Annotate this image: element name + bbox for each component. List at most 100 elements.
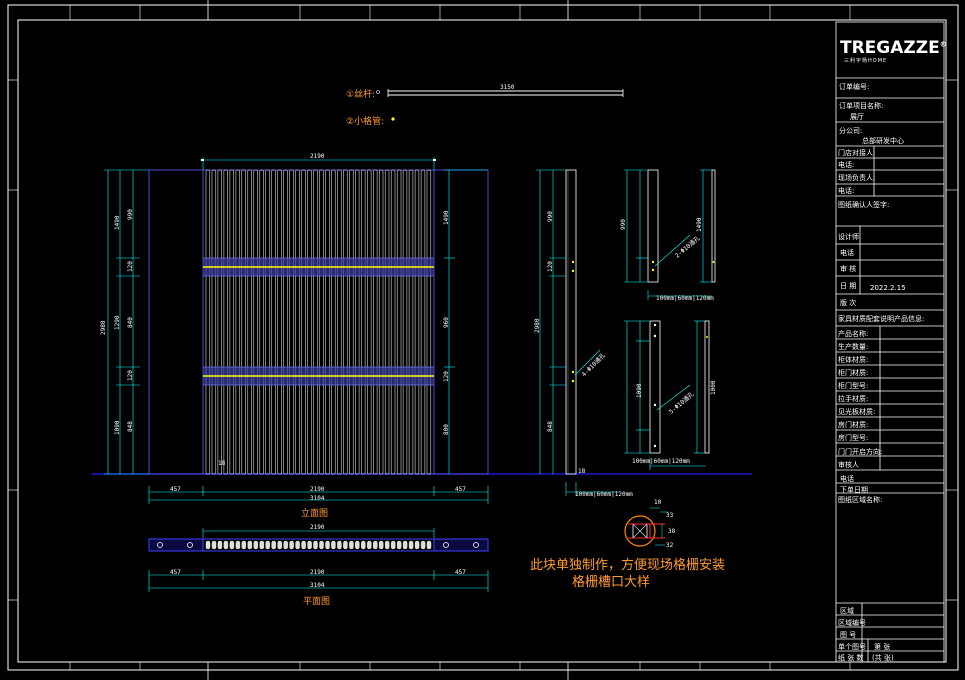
grille-bar: [235, 169, 240, 475]
side-dim-2: 2980: [534, 318, 541, 333]
side-dim-3: 120: [547, 261, 554, 272]
annotation-note-2: 格栅槽口大样: [572, 575, 651, 590]
plan-tube: [259, 540, 264, 550]
door-material-label: 柜门材质:: [838, 369, 869, 377]
front-left-dim-2: 2980: [100, 320, 107, 335]
grille-bar: [367, 169, 372, 475]
detail-top-bottom-dim: 100mm|60mm|120mm: [656, 295, 714, 302]
plan-tube: [307, 540, 312, 550]
total-label: 纸 张 数: [838, 654, 864, 662]
designer-label: 设计师: [838, 233, 859, 241]
plan-tube: [331, 540, 336, 550]
grille-bar: [331, 169, 336, 475]
plan-tube: [289, 540, 294, 550]
plan-view-title: 平面图: [303, 597, 331, 607]
front-left-dim-4: 1290: [114, 315, 121, 330]
branch-value: 总部研发中心: [862, 137, 904, 145]
phone-label-4: 电话: [840, 475, 854, 483]
plan-tube: [361, 540, 366, 550]
grille-bar: [217, 169, 222, 475]
side-bottom-dim: 100mm|60mm|120mm: [575, 491, 633, 498]
confirm-label: 图纸确认人签字:: [838, 201, 890, 209]
project-name-label: 订单项目名称:: [839, 102, 884, 110]
brand-logo: TREGAZZE®: [840, 38, 947, 58]
plan-tube: [379, 540, 384, 550]
room-door-model-label: 房门型号:: [838, 434, 869, 442]
sheet-value: 第 张: [874, 643, 891, 651]
drawing-no-label: 图 号: [840, 631, 857, 639]
grille-bar: [414, 169, 420, 475]
plan-tube: [217, 540, 223, 550]
order-no-label: 订单编号:: [839, 83, 870, 91]
front-bottom-dim-left: 457: [170, 486, 181, 493]
total-value: (共 张): [872, 654, 894, 662]
plan-tube: [313, 540, 318, 550]
room-door-material-label: 房门材质:: [838, 421, 869, 429]
plan-tube: [385, 540, 390, 550]
production-qty-label: 生产数量:: [838, 343, 869, 351]
grille-bar: [408, 169, 414, 475]
front-left-inner-dim-3: 848: [127, 421, 134, 432]
grille-bar: [337, 169, 342, 475]
plan-tube: [205, 540, 211, 550]
detail-bottom-dim-2: 1000: [710, 380, 717, 395]
plan-tube: [277, 540, 282, 550]
branch-label: 分公司:: [839, 127, 863, 135]
plan-tube: [402, 540, 408, 550]
plan-tube: [241, 540, 247, 550]
phone-label-2: 电话:: [838, 187, 855, 195]
grille-bar: [283, 169, 288, 475]
signer-label: 审核人: [838, 461, 859, 469]
plan-tube: [301, 540, 306, 550]
grille-bar: [426, 169, 432, 475]
plan-tube: [229, 540, 235, 550]
front-left-dim-6: 1090: [114, 420, 121, 435]
front-bottom-dim-right: 457: [455, 486, 466, 493]
grille-bar: [349, 169, 354, 475]
handle-material-label: 拉手材质:: [838, 395, 869, 403]
brand-logo-text: TREGAZZE: [840, 38, 940, 58]
plan-tube: [223, 540, 229, 550]
plan-tube: [373, 540, 378, 550]
plan-tube: [420, 540, 426, 550]
front-right-dim-1: 1490: [443, 210, 450, 225]
glass-material-label: 见光板材质:: [838, 408, 876, 416]
zone-no-label: 区域编号: [838, 619, 866, 627]
legend-rod-label: ①丝杆:: [346, 90, 376, 100]
plan-tube: [325, 540, 330, 550]
plan-tube: [355, 540, 360, 550]
grille-bar: [253, 169, 258, 475]
side-dim-4: 848: [547, 421, 554, 432]
detail-bottom-dim-1: 1090: [636, 383, 643, 398]
front-view-title: 立面图: [301, 509, 329, 519]
grille-bar: [265, 169, 270, 475]
plan-tube: [211, 540, 217, 550]
section-dim-2: 33: [666, 512, 674, 519]
grille-bar: [241, 169, 246, 475]
plan-tube: [319, 540, 324, 550]
date-value: 2022.2.15: [870, 284, 906, 292]
plan-tube: [253, 540, 259, 550]
front-right-dim-2: 960: [443, 317, 450, 328]
detail-top-dim-1: 990: [620, 219, 627, 230]
plan-bottom-dim-right: 457: [455, 569, 466, 576]
plan-tube: [337, 540, 342, 550]
plan-tube: [349, 540, 354, 550]
plan-tube: [283, 540, 288, 550]
grille-bar: [390, 169, 396, 475]
brand-subtitle: 三利宇杨HOME: [844, 58, 888, 64]
side-dim-1: 990: [547, 211, 554, 222]
grille-bar: [355, 169, 360, 475]
product-name-label: 产品名称:: [838, 330, 869, 338]
grille-bar: [277, 169, 282, 475]
front-left-dim-5: 120: [127, 370, 134, 381]
plan-tube: [397, 540, 402, 550]
grille-bar: [343, 169, 348, 475]
plan-tube: [414, 540, 420, 550]
front-left-dim-1: 1490: [114, 215, 121, 230]
grille-bar: [325, 169, 330, 475]
grille-bar: [373, 169, 378, 475]
site-manager-label: 现场负责人:: [838, 174, 876, 182]
front-right-dim-3: 120: [443, 371, 450, 382]
front-bottom-total: 3104: [310, 495, 325, 502]
